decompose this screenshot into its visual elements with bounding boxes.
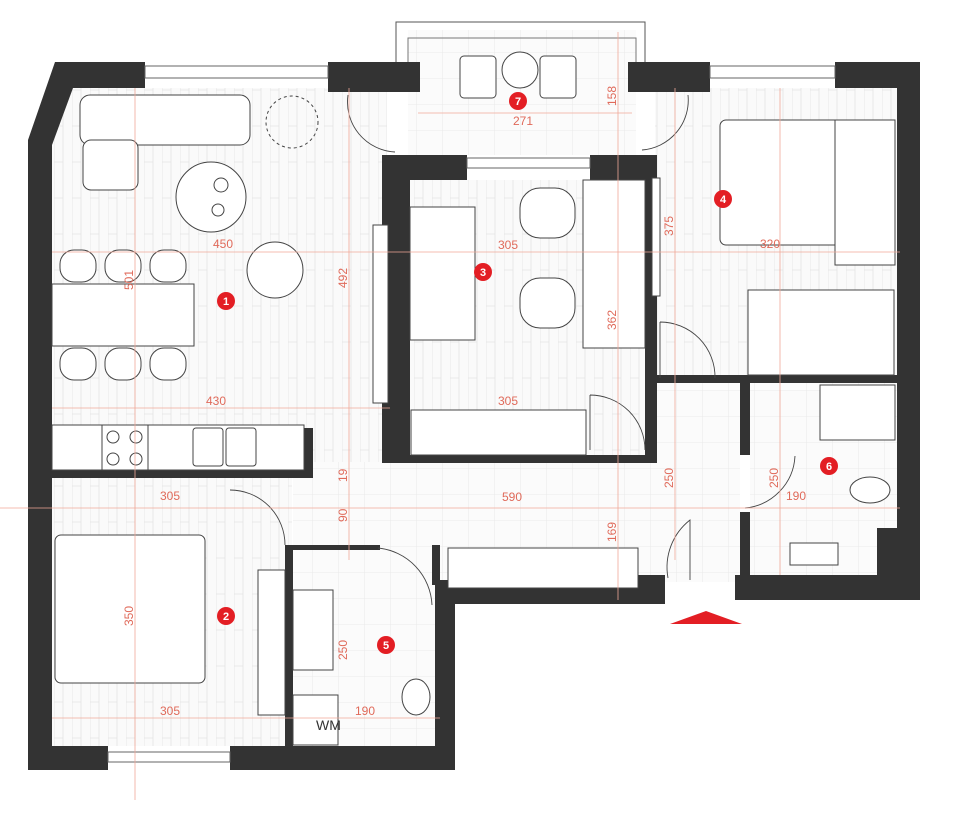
toilet-room6 bbox=[849, 476, 891, 504]
svg-text:7: 7 bbox=[515, 96, 521, 108]
svg-text:6: 6 bbox=[826, 461, 832, 473]
dim-living-depth-left: 501 bbox=[122, 270, 136, 290]
bed-pillows-room4 bbox=[834, 119, 896, 266]
dim-balcony-width: 271 bbox=[513, 114, 533, 128]
sofa-chaise bbox=[82, 139, 139, 191]
shower bbox=[819, 384, 896, 441]
armchair-room3-a bbox=[519, 187, 576, 239]
tv-unit bbox=[372, 224, 389, 404]
dim-hall-90: 90 bbox=[336, 508, 350, 522]
plant bbox=[265, 95, 319, 149]
windows bbox=[107, 65, 836, 763]
sofa bbox=[79, 94, 251, 146]
washer-label: WM bbox=[316, 717, 341, 733]
dimension-lines bbox=[0, 32, 900, 800]
room-marker-3: 3 bbox=[474, 263, 492, 281]
coffee-table bbox=[175, 161, 247, 233]
single-bed bbox=[409, 206, 476, 341]
balcony-table bbox=[501, 51, 539, 89]
balcony-chair-b bbox=[539, 55, 577, 99]
floor-room-7 bbox=[408, 30, 636, 155]
hallway-wardrobe bbox=[447, 547, 639, 589]
room-marker-4: 4 bbox=[714, 190, 732, 208]
doors bbox=[229, 94, 796, 606]
floor-entry bbox=[655, 380, 740, 580]
svg-text:2: 2 bbox=[223, 611, 229, 623]
dining-chairs bbox=[59, 249, 187, 381]
room-marker-1: 1 bbox=[217, 292, 235, 310]
svg-text:1: 1 bbox=[223, 296, 229, 308]
armchair-room3-b bbox=[519, 277, 576, 329]
room-marker-6: 6 bbox=[820, 457, 838, 475]
dresser-room2 bbox=[257, 569, 286, 716]
dining-table bbox=[51, 283, 195, 347]
washing-machine bbox=[292, 694, 339, 746]
dim-room3-width-bottom: 305 bbox=[498, 394, 518, 408]
dim-bedroom2-depth: 350 bbox=[122, 606, 136, 626]
room-markers: 1 2 3 4 5 6 7 bbox=[217, 92, 838, 654]
furniture bbox=[51, 51, 896, 746]
dim-room3-width-top: 305 bbox=[498, 238, 518, 252]
walls bbox=[28, 62, 920, 770]
wardrobe-room3 bbox=[410, 409, 587, 456]
dim-bath5-depth: 250 bbox=[336, 640, 350, 660]
vanity bbox=[292, 589, 334, 671]
dim-bedroom2-width-bottom: 305 bbox=[160, 704, 180, 718]
tv-room4 bbox=[651, 177, 661, 297]
dim-hall-length: 590 bbox=[502, 490, 522, 504]
double-bed-room2 bbox=[54, 534, 206, 684]
svg-text:3: 3 bbox=[480, 267, 486, 279]
dim-living-width-bottom: 430 bbox=[206, 394, 226, 408]
dim-living-depth-right: 492 bbox=[336, 268, 350, 288]
svg-text:4: 4 bbox=[720, 194, 727, 206]
dim-bath6-width: 190 bbox=[786, 489, 806, 503]
dim-room4-depth: 375 bbox=[662, 216, 676, 236]
balcony-chair-a bbox=[459, 55, 497, 99]
room-marker-5: 5 bbox=[377, 636, 395, 654]
dim-room3-depth: 362 bbox=[605, 310, 619, 330]
wardrobe-room4 bbox=[747, 289, 895, 376]
sink-room6 bbox=[789, 542, 839, 566]
dim-bath6-depth: 250 bbox=[767, 468, 781, 488]
kitchen-counter bbox=[51, 424, 305, 471]
armchair bbox=[246, 241, 304, 299]
dim-bedroom2-width-top: 305 bbox=[160, 489, 180, 503]
dim-hall-small: 19 bbox=[336, 468, 350, 482]
dim-room4-width: 320 bbox=[760, 237, 780, 251]
room-marker-7: 7 bbox=[509, 92, 527, 110]
dim-entry-depth: 250 bbox=[662, 468, 676, 488]
sink bbox=[192, 427, 224, 467]
dim-balcony-depth: 158 bbox=[605, 86, 619, 106]
toilet-room5 bbox=[401, 678, 431, 716]
balcony-railing bbox=[395, 21, 646, 62]
dim-hall-closet: 169 bbox=[605, 522, 619, 542]
svg-text:5: 5 bbox=[383, 640, 389, 652]
entrance-arrow-icon bbox=[670, 611, 742, 624]
dim-bath5-width: 190 bbox=[355, 704, 375, 718]
dimension-labels: 450 430 501 492 19 90 305 305 350 250 19… bbox=[122, 86, 806, 718]
room-marker-2: 2 bbox=[217, 607, 235, 625]
sink-drainer bbox=[225, 427, 257, 467]
desk bbox=[582, 179, 646, 349]
dim-living-width-top: 450 bbox=[213, 237, 233, 251]
